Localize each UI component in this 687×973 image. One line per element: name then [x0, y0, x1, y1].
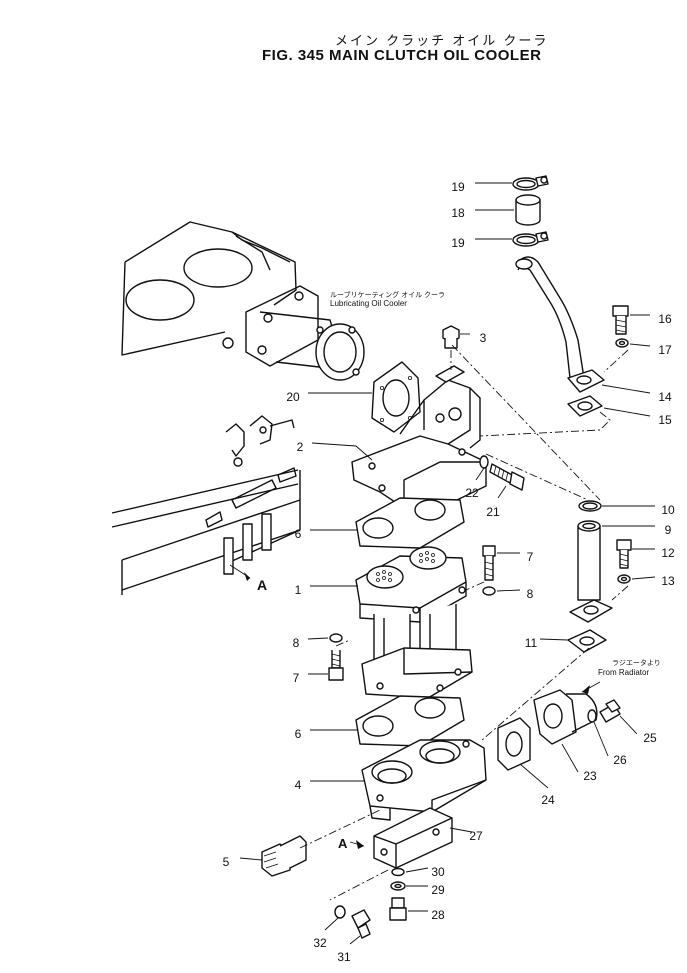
callout-30: 30	[431, 865, 445, 879]
plug-3-drawing	[442, 325, 460, 349]
gasket-11-drawing	[567, 629, 607, 653]
callout-16: 16	[658, 312, 672, 326]
callout-25: 25	[643, 731, 657, 745]
gasket-6-lower-drawing	[355, 695, 465, 747]
lube-cooler-label-jp: ルーブリケーティング オイル クーラ	[330, 290, 445, 299]
callout-1: 1	[295, 583, 302, 597]
header-4-drawing	[361, 739, 487, 821]
bolt-31-washer-32-drawing	[334, 905, 371, 939]
callout-15: 15	[658, 413, 672, 427]
lubricating-oil-cooler-drawing: ルーブリケーティング オイル クーラ Lubricating Oil Coole…	[245, 285, 445, 381]
leader-lines	[239, 182, 656, 945]
callout-28: 28	[431, 908, 445, 922]
callout-7: 7	[293, 671, 300, 685]
cooler-core-grid	[376, 551, 435, 582]
gasket-24-drawing	[497, 717, 531, 771]
callout-23: 23	[583, 769, 597, 783]
callout-10: 10	[661, 503, 675, 517]
bolt-16-washer-17-drawing	[612, 305, 629, 348]
callout-17: 17	[658, 343, 672, 357]
callout-29: 29	[431, 883, 445, 897]
callout-24: 24	[541, 793, 555, 807]
callout-9: 9	[665, 523, 672, 537]
bolt-7-washer-8-right-drawing	[482, 545, 496, 596]
callout-2: 2	[297, 440, 304, 454]
bolt-25-washer-26-drawing	[587, 699, 621, 723]
callout-18: 18	[451, 206, 465, 220]
view-a-label-bottom: A	[338, 836, 348, 851]
callout-32: 32	[313, 936, 327, 950]
callout-3: 3	[480, 331, 487, 345]
title-japanese: メイン クラッチ オイル クーラ	[335, 34, 549, 49]
callout-20: 20	[286, 390, 300, 404]
callout-31: 31	[337, 950, 351, 964]
bolt-12-washer-13-drawing	[616, 539, 632, 584]
callout-21: 21	[486, 505, 500, 519]
gasket-20-drawing	[371, 361, 421, 433]
housing-2-drawing	[351, 365, 487, 513]
callout-5: 5	[223, 855, 230, 869]
callout-6: 6	[295, 727, 302, 741]
callout-12: 12	[661, 546, 675, 560]
radiator-label-en: From Radiator	[598, 668, 649, 677]
callout-22: 22	[465, 486, 479, 500]
callout-27: 27	[469, 829, 483, 843]
oil-cooler-1-drawing	[355, 546, 473, 699]
radiator-label-jp: ラジエータより	[612, 658, 661, 667]
page-title: FIG. 345 MAIN CLUTCH OIL COOLER	[262, 47, 542, 64]
bracket-27-drawing	[373, 807, 453, 869]
callout-4: 4	[295, 778, 302, 792]
lube-cooler-label-en: Lubricating Oil Cooler	[330, 299, 407, 308]
callout-13: 13	[661, 574, 675, 588]
bolt-7-washer-8-left-drawing	[328, 633, 344, 681]
callout-8: 8	[527, 587, 534, 601]
fitting-5-drawing	[261, 835, 307, 877]
gasket-6-upper-drawing	[355, 497, 465, 549]
bolt-28-washers-29-30-drawing	[389, 867, 407, 921]
engine-housing-drawing: A	[111, 221, 301, 595]
view-a-label: A	[257, 577, 267, 593]
tube-9-oring-10-drawing	[569, 500, 613, 623]
hose-clamps-drawing	[512, 175, 549, 247]
callout-8: 8	[293, 636, 300, 650]
callout-11: 11	[525, 636, 538, 650]
callout-7: 7	[527, 550, 534, 564]
flange-23-drawing	[533, 689, 598, 745]
callout-19: 19	[451, 236, 465, 250]
gasket-15-drawing	[567, 395, 603, 417]
callout-19: 19	[451, 180, 465, 194]
pipe-14-drawing	[515, 256, 605, 393]
callout-6: 6	[295, 527, 302, 541]
callout-26: 26	[613, 753, 627, 767]
callout-14: 14	[658, 390, 672, 404]
